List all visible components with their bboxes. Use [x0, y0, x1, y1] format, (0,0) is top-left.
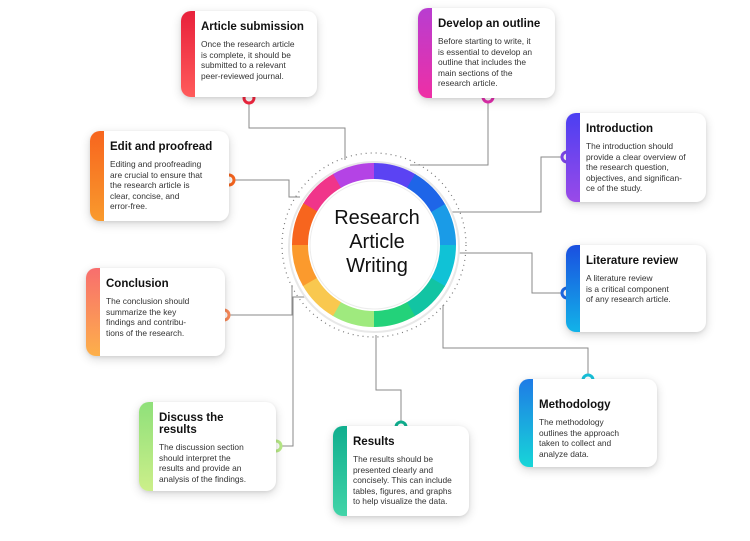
- ring-segment: [407, 173, 446, 213]
- card-accent-bar: [181, 11, 195, 97]
- ring-segment: [374, 163, 416, 189]
- card-text: A literature review is a critical compon…: [586, 273, 671, 305]
- card-title: Literature review: [586, 255, 679, 267]
- ring-segment: [292, 203, 318, 245]
- card-text: The discussion section should interpret …: [159, 442, 247, 484]
- card-introduction: Introduction The introduction should pro…: [566, 113, 706, 202]
- ring-segment: [431, 204, 457, 246]
- card-title: Article submission: [201, 21, 304, 33]
- card-methodology: Methodology The methodology outlines the…: [519, 379, 657, 467]
- connector-discuss-results: [276, 296, 305, 447]
- card-accent-bar: [86, 268, 100, 356]
- ring-segment: [430, 245, 457, 287]
- ring-segment: [332, 301, 374, 327]
- connector-introduction: [450, 156, 567, 213]
- connector-lines: [224, 97, 589, 447]
- ring-segment: [302, 277, 341, 317]
- card-literature-review: Literature review A literature review is…: [566, 245, 706, 332]
- connector-results: [375, 335, 402, 427]
- connector-conclusion: [224, 285, 293, 316]
- card-text: The results should be presented clearly …: [353, 454, 452, 507]
- card-title: Introduction: [586, 123, 654, 135]
- ring-segment: [333, 162, 375, 188]
- connector-edit-proofread: [229, 179, 300, 198]
- dotted-outer-ring: [281, 152, 467, 338]
- card-edit-proofread: Edit and proofread Editing and proofread…: [90, 131, 229, 221]
- card-accent-bar: [90, 131, 104, 221]
- card-accent-bar: [566, 113, 580, 202]
- card-accent-bar: [566, 245, 580, 332]
- connector-develop-outline: [410, 97, 489, 166]
- color-ring: [291, 162, 457, 328]
- card-text: The conclusion should summarize the key …: [106, 296, 190, 338]
- card-title: Results: [353, 436, 395, 448]
- card-title: Conclusion: [106, 278, 169, 290]
- ring-segment: [302, 173, 342, 212]
- card-develop-outline: Develop an outline Before starting to wr…: [418, 8, 555, 98]
- card-text: Once the research article is complete, i…: [201, 39, 295, 81]
- center-disc: [309, 180, 439, 310]
- card-discuss-results: Discuss the results The discussion secti…: [139, 402, 276, 491]
- ring-segment: [406, 278, 446, 317]
- ring-segment: [291, 244, 317, 286]
- card-text: Editing and proofreading are crucial to …: [110, 159, 203, 212]
- card-accent-bar: [333, 426, 347, 516]
- card-title: Edit and proofread: [110, 141, 213, 153]
- ring-segment: [373, 302, 415, 328]
- connector-article-submission: [248, 98, 346, 160]
- card-title: Develop an outline: [438, 18, 541, 30]
- card-results: Results The results should be presented …: [333, 426, 469, 516]
- card-title: Methodology: [539, 399, 611, 411]
- card-text: The introduction should provide a clear …: [586, 141, 686, 194]
- card-title: Discuss the results: [159, 412, 224, 436]
- card-accent-bar: [139, 402, 153, 491]
- center-title: Research Article Writing: [334, 207, 420, 277]
- card-text: Before starting to write, it is essentia…: [438, 36, 533, 89]
- card-text: The methodology outlines the approach ta…: [539, 417, 620, 459]
- card-accent-bar: [418, 8, 432, 98]
- card-article-submission: Article submission Once the research art…: [181, 11, 317, 97]
- card-accent-bar: [519, 379, 533, 467]
- connector-methodology: [442, 305, 589, 380]
- connector-literature-review: [458, 252, 567, 294]
- card-conclusion: Conclusion The conclusion should summari…: [86, 268, 225, 356]
